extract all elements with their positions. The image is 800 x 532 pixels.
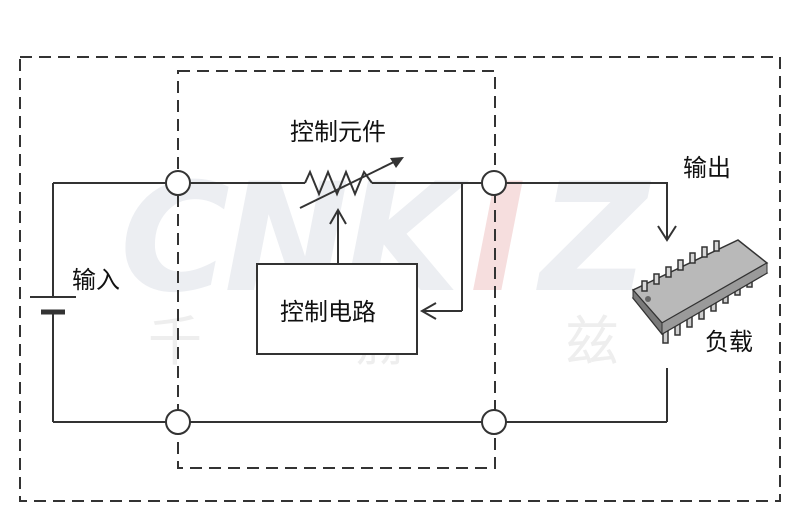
ic-chip-icon <box>631 239 769 344</box>
terminal-node-input-top <box>165 170 191 196</box>
variable-resistor-icon <box>299 157 404 209</box>
feedback-arrowhead <box>419 302 437 320</box>
terminal-node-output-bottom <box>481 409 507 435</box>
control-circuit-box <box>256 263 418 355</box>
terminal-node-output-top <box>481 170 507 196</box>
watermark-char-1: 千 <box>148 310 202 373</box>
label-load: 负载 <box>705 328 753 356</box>
label-control-element: 控制元件 <box>290 118 386 146</box>
watermark-char-3: 兹 <box>565 310 619 373</box>
terminal-node-input-bottom <box>165 409 191 435</box>
output-arrowhead <box>657 225 677 242</box>
control-arrowhead <box>329 207 347 225</box>
label-control-circuit: 控制电路 <box>280 298 376 326</box>
outer-boundary <box>19 56 781 502</box>
label-input: 输入 <box>72 266 120 294</box>
inner-boundary <box>177 70 496 469</box>
label-output: 输出 <box>683 154 731 182</box>
